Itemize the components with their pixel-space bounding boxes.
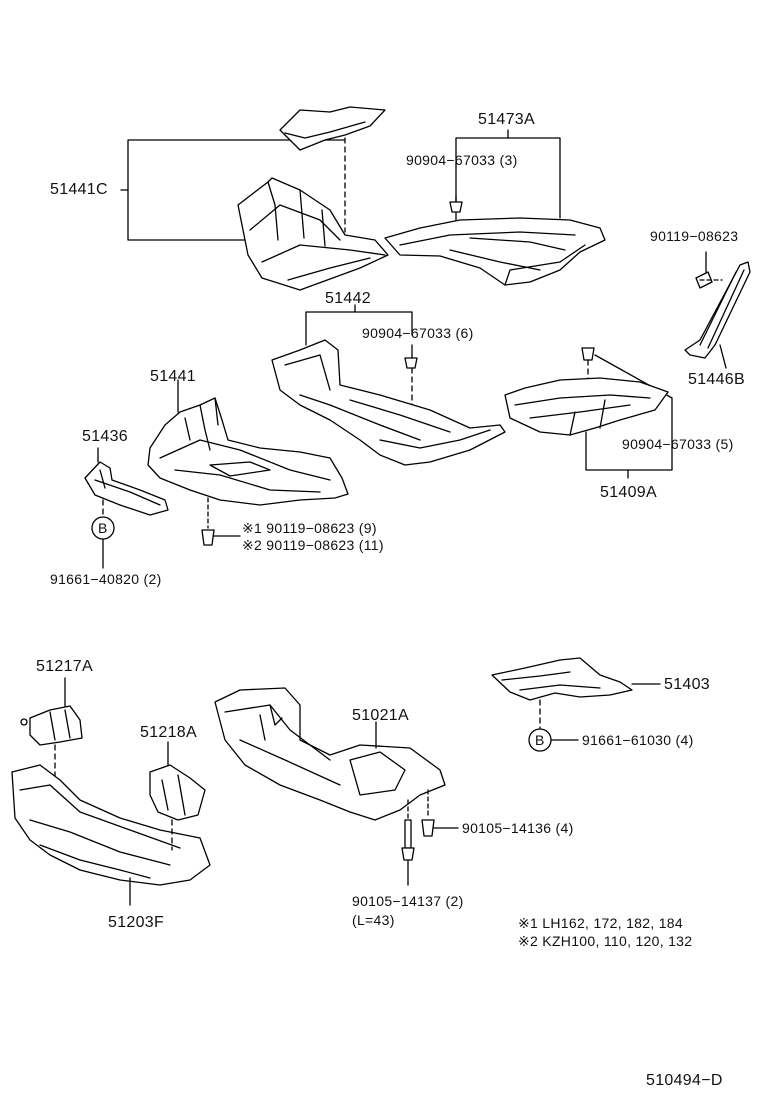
label-51436: 51436	[82, 428, 128, 445]
bolt-90105-long	[401, 799, 415, 886]
footnote-1: ※1 LH162, 172, 182, 184	[518, 915, 683, 931]
clip-90904-right	[581, 347, 595, 383]
label-length: (L=43)	[352, 912, 395, 928]
part-51021a-subframe	[214, 687, 446, 821]
bracket-51473a	[455, 129, 561, 223]
label-51409a: 51409A	[600, 484, 657, 501]
part-51436-bracket	[84, 447, 169, 516]
part-51441-undercover	[147, 379, 349, 506]
label-90904-67033-5: 90904−67033 (5)	[622, 436, 734, 452]
label-51473a: 51473A	[478, 111, 535, 128]
part-51218a-mount	[149, 764, 206, 821]
label-51203f: 51203F	[108, 914, 165, 931]
part-51203f-crossmember	[11, 764, 211, 906]
part-51473a-cover	[384, 217, 606, 286]
bracket-51441c	[120, 139, 346, 241]
label-90904-67033-6: 90904−67033 (6)	[362, 325, 474, 341]
label-51021a: 51021A	[352, 707, 409, 724]
label-90119-08623-right: 90119−08623	[650, 228, 739, 244]
diagram-code: 510494−D	[646, 1072, 723, 1089]
b-marker-2	[528, 728, 552, 752]
label-51442: 51442	[325, 290, 371, 307]
clip-90904-top	[449, 195, 463, 213]
label-51441c: 51441C	[50, 181, 108, 198]
b-marker-1-text: B	[98, 520, 108, 536]
label-51446b: 51446B	[688, 371, 745, 388]
footnote-2: ※2 KZH100, 110, 120, 132	[518, 933, 693, 949]
part-51442-undercover	[271, 339, 506, 466]
label-91661-40820: 91661−40820 (2)	[50, 571, 162, 587]
label-90904-67033-3: 90904−67033 (3)	[406, 152, 518, 168]
bolt-90119-right	[695, 251, 723, 289]
bolt-90119-center	[201, 497, 241, 546]
label-90105-14137: 90105−14137 (2)	[352, 893, 464, 909]
label-51218a: 51218A	[140, 724, 197, 741]
part-51217a-mount	[20, 705, 83, 746]
label-bolt-note2: ※2 90119−08623 (11)	[242, 537, 384, 553]
part-51403-bracket	[491, 657, 661, 701]
clip-90904-mid	[404, 344, 418, 411]
part-51409a-undercover	[504, 377, 669, 436]
part-51441c-cover-plate	[279, 106, 386, 151]
label-51217a: 51217A	[36, 658, 93, 675]
label-91661-61030: 91661−61030 (4)	[582, 732, 694, 748]
b-marker-2-text: B	[535, 732, 545, 748]
label-90105-14136: 90105−14136 (4)	[462, 820, 574, 836]
part-51441c-undercover	[237, 177, 389, 291]
b-marker-1	[91, 516, 115, 540]
label-51403: 51403	[664, 676, 710, 693]
bracket-51442	[305, 304, 413, 346]
part-51446b-brace	[684, 261, 751, 369]
label-51441: 51441	[150, 368, 196, 385]
label-bolt-note1: ※1 90119−08623 (9)	[242, 520, 377, 536]
bolt-90105-short	[421, 789, 459, 837]
